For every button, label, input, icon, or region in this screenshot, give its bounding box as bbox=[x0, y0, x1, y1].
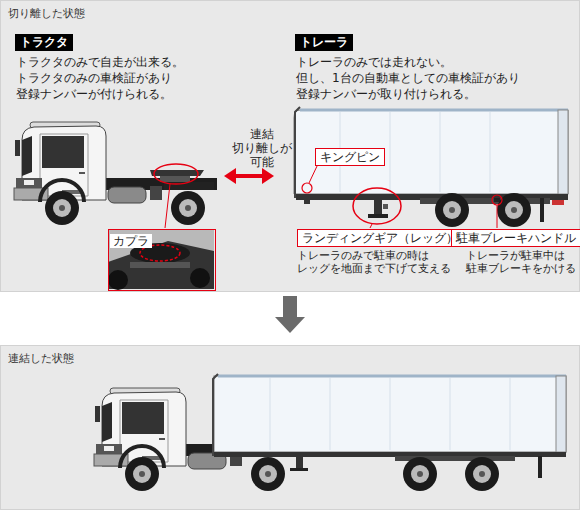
tractor-illustration bbox=[108, 187, 146, 203]
trailer-illustration bbox=[540, 198, 544, 222]
node-text: トレーラ bbox=[300, 35, 348, 50]
coupled-trailer bbox=[213, 374, 218, 456]
tractor-illustration bbox=[53, 199, 71, 217]
tractor-illustration bbox=[24, 180, 34, 185]
callout-leader bbox=[492, 195, 502, 205]
trailer-illustration bbox=[295, 107, 300, 198]
tractor-illustration bbox=[16, 178, 42, 188]
tractor-illustration bbox=[15, 140, 20, 156]
coupled-trailer bbox=[479, 471, 485, 477]
flow-arrow bbox=[275, 296, 305, 333]
trailer-illustration bbox=[294, 110, 568, 194]
arrow-label: 連結 切り離しが 可能 bbox=[222, 127, 302, 169]
photo-callout-box: カプラ bbox=[108, 229, 216, 291]
trailer-illustration bbox=[304, 200, 310, 204]
callout-leader bbox=[309, 164, 318, 183]
callout-leader bbox=[302, 183, 312, 193]
tractor-illustration bbox=[171, 191, 205, 225]
node-text: トラクタ bbox=[20, 35, 68, 50]
coupled-trailer bbox=[214, 376, 566, 452]
tractor-illustration bbox=[185, 205, 191, 211]
coupler-photo bbox=[108, 229, 214, 290]
coupled-trailer bbox=[473, 465, 491, 483]
node-text: キングピン bbox=[320, 150, 380, 164]
trailer-illustration bbox=[490, 112, 491, 192]
trailer-illustration bbox=[558, 110, 568, 194]
trailer-illustration bbox=[383, 204, 388, 209]
node-text: カプラ bbox=[110, 234, 152, 248]
coupled-trailer bbox=[218, 375, 566, 378]
callout-box: キングピン bbox=[315, 148, 385, 166]
node-text: 切り離した状態 bbox=[8, 7, 85, 20]
node-text: 駐車ブレーキハンドル bbox=[456, 231, 576, 245]
coupled-trailer bbox=[330, 378, 331, 450]
coupled-trailer bbox=[270, 378, 271, 450]
coupled-trailer bbox=[411, 465, 429, 483]
tractor-illustration bbox=[150, 186, 162, 200]
callout-box: 駐車ブレーキハンドル bbox=[451, 229, 580, 247]
tractor-illustration bbox=[160, 176, 190, 182]
trailer-illustration bbox=[440, 112, 441, 192]
coupled-trailer bbox=[556, 376, 566, 452]
trailer-illustration bbox=[511, 207, 517, 213]
callout-box: ランディングギア（レッグ） bbox=[297, 229, 463, 247]
part-title-box: トレーラ bbox=[295, 34, 353, 51]
coupled-trailer bbox=[290, 468, 308, 471]
tractor-illustration bbox=[22, 136, 32, 176]
description-text: トラクタのみで自走が出来る。 トラクタのみの車検証があり 登録ナンバーが付けられ… bbox=[16, 54, 226, 102]
trailer-illustration bbox=[494, 198, 500, 202]
coupled-trailer bbox=[538, 456, 542, 478]
coupler-photo bbox=[108, 241, 214, 289]
tractor-illustration bbox=[59, 205, 65, 211]
coupled-trailer bbox=[403, 457, 437, 491]
coupler-photo bbox=[108, 270, 128, 290]
trailer-illustration bbox=[374, 200, 382, 216]
coupled-trailer bbox=[296, 457, 303, 469]
coupled-trailer bbox=[510, 378, 511, 450]
tractor-illustration bbox=[150, 170, 204, 176]
note-text: トレーラが駐車中は 駐車ブレーキをかける bbox=[466, 249, 580, 275]
part-title-box: トラクタ bbox=[15, 34, 73, 51]
coupler-photo bbox=[130, 262, 190, 268]
trailer-illustration bbox=[368, 214, 388, 218]
coupled-trailer bbox=[390, 378, 391, 450]
tractor-illustration bbox=[79, 172, 85, 174]
coupler-photo bbox=[190, 268, 210, 288]
node-text: ランディングギア（レッグ） bbox=[302, 231, 458, 245]
trailer-illustration bbox=[449, 207, 455, 213]
trailer-illustration bbox=[505, 201, 523, 219]
trailer-illustration bbox=[300, 109, 568, 112]
description-text: トレーラのみでは走れない。 但し、1台の自動車としての車検証があり 登録ナンバー… bbox=[296, 54, 576, 102]
coupled-trailer bbox=[417, 471, 423, 477]
couple-arrow bbox=[232, 174, 266, 178]
note-text: トレーラのみで駐車の時は レッグを地面まで下げて支える bbox=[297, 249, 462, 275]
coupled-trailer bbox=[465, 457, 499, 491]
tractor-illustration bbox=[42, 136, 84, 168]
trailer-illustration bbox=[435, 193, 469, 227]
trailer-illustration bbox=[443, 201, 461, 219]
coupled-trailer bbox=[450, 378, 451, 450]
callout-leader bbox=[497, 205, 498, 228]
trailer-illustration bbox=[390, 112, 391, 192]
trailer-illustration bbox=[552, 200, 564, 205]
tractor-illustration bbox=[179, 199, 197, 217]
node-text: 連結した状態 bbox=[8, 352, 74, 365]
tractor-illustration bbox=[45, 191, 79, 225]
coupler-photo bbox=[108, 229, 214, 289]
